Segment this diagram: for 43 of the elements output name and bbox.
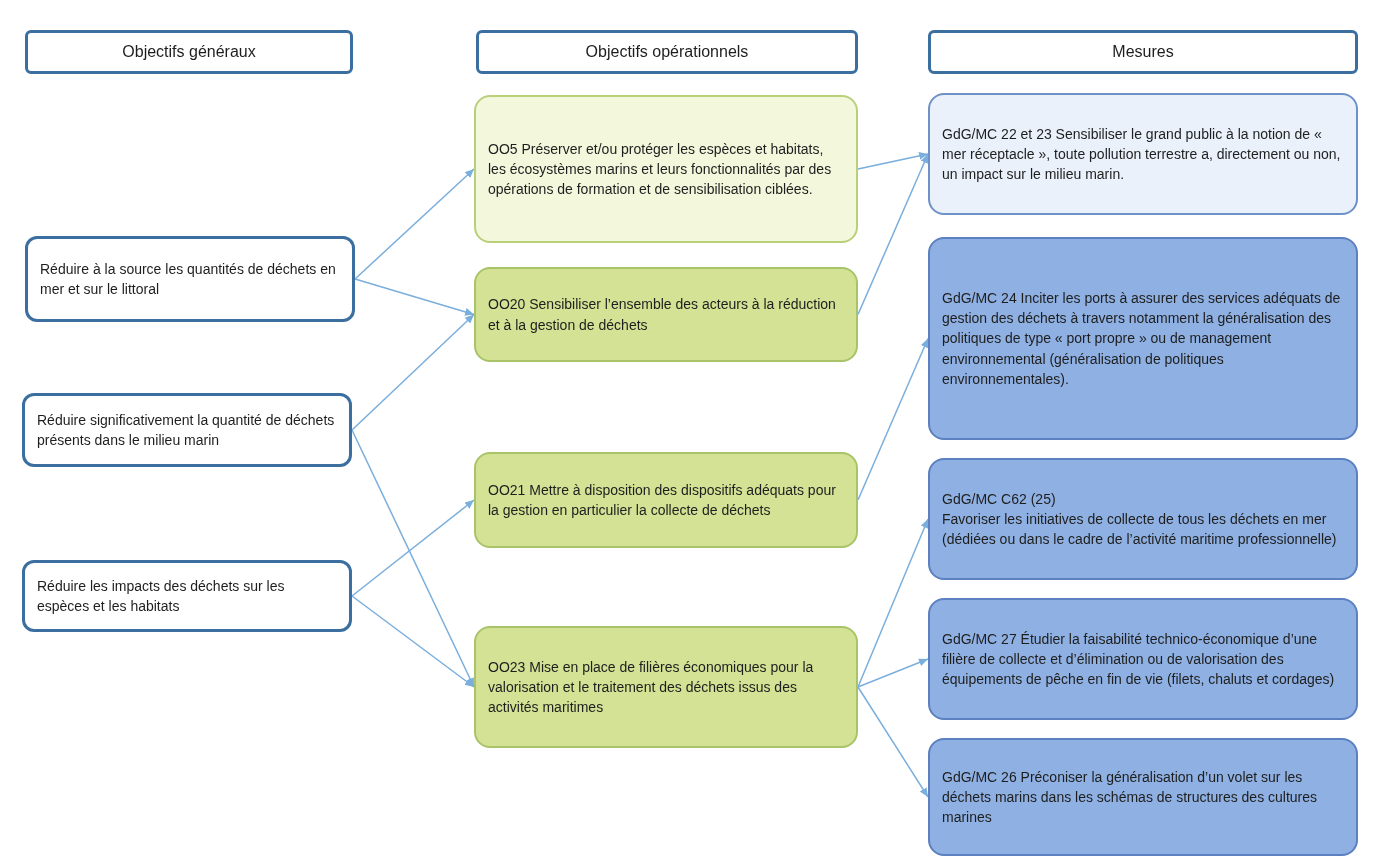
- arrow: [351, 499, 475, 597]
- column-heading: Mesures: [1112, 42, 1174, 63]
- column-heading: Objectifs opérationnels: [585, 42, 749, 63]
- goal-box: [22, 393, 352, 467]
- arrow: [351, 429, 475, 688]
- box-text: GdG/MC 22 et 23 Sensibiliser le grand public à la notion de « mer réceptacle », toute pollution terrestre a, directement ou non, un impact sur le milieu marin.: [942, 124, 1342, 185]
- measure-box: [928, 93, 1358, 215]
- measure-box: [928, 738, 1358, 856]
- box-text: GdG/MC 26 Préconiser la généralisation d’un volet sur les déchets marins dans les schémas de structures des cultures marines: [942, 767, 1319, 828]
- box-text: OO21 Mettre à disposition des dispositifs adéquats pour la gestion en particulier la collecte de déchets: [488, 480, 837, 520]
- arrow: [351, 595, 475, 688]
- objective-box: [474, 267, 858, 362]
- box-text: Réduire significativement la quantité de déchets présents dans le milieu marin: [37, 410, 336, 450]
- measure-box: [928, 237, 1358, 440]
- objective-box: [474, 95, 858, 243]
- arrow: [857, 151, 929, 170]
- arrow: [351, 313, 475, 431]
- arrow: [857, 518, 929, 688]
- arrow: [354, 278, 475, 316]
- goal-box: [25, 236, 355, 322]
- measure-box: [928, 458, 1358, 580]
- box-text: OO5 Préserver et/ou protéger les espèces et habitats, les écosystèmes marins et leurs fonctionnalités par des opérations de formation et de sensibilisation ciblées.: [488, 139, 833, 200]
- column-header-box: [476, 30, 858, 74]
- objective-box: [474, 626, 858, 748]
- measure-box: [928, 598, 1358, 720]
- box-text: Réduire les impacts des déchets sur les espèces et les habitats: [37, 576, 286, 616]
- box-text: Réduire à la source les quantités de déchets en mer et sur le littoral: [40, 259, 337, 299]
- box-text: GdG/MC C62 (25): [942, 489, 1057, 509]
- box-text: GdG/MC 24 Inciter les ports à assurer des services adéquats de gestion des déchets à travers notamment la généralisation des politiques de type « port propre » ou de management environnemental (généralisation de politiques environnementales).: [942, 288, 1342, 389]
- goal-box: [22, 560, 352, 632]
- arrow: [354, 168, 475, 280]
- arrow: [857, 658, 929, 688]
- box-text: OO23 Mise en place de filières économiques pour la valorisation et le traitement des déchets issus des activités maritimes: [488, 657, 815, 718]
- column-header-box: [928, 30, 1358, 74]
- arrow: [857, 686, 929, 798]
- column-heading: Objectifs généraux: [122, 42, 256, 63]
- objective-box: [474, 452, 858, 548]
- arrow: [857, 153, 929, 316]
- box-text: GdG/MC 27 Étudier la faisabilité technico-économique d’une filière de collecte et d’élimination ou de valorisation des équipements de pêche en fin de vie (filets, chaluts et cordages): [942, 629, 1336, 690]
- arrow: [857, 337, 929, 501]
- box-text: OO20 Sensibiliser l’ensemble des acteurs à la réduction et à la gestion de déchets: [488, 295, 837, 335]
- box-text: Favoriser les initiatives de collecte de tous les déchets en mer (dédiées ou dans le cadre de l’activité maritime professionnelle): [942, 509, 1338, 550]
- column-header-box: [25, 30, 353, 74]
